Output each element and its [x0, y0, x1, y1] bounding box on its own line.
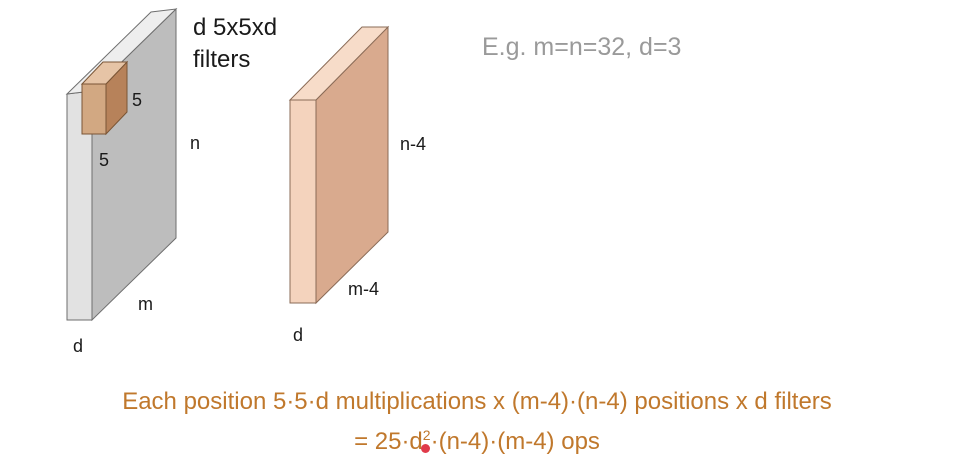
output-depth-label: d: [293, 325, 304, 345]
formula-line-1: Each position 5·5·d multiplications x (m…: [122, 388, 832, 415]
input-depth-label: d: [73, 336, 84, 356]
output-height-label: n-4: [400, 134, 427, 154]
output-width-label: m-4: [348, 279, 379, 299]
filter-cube: [80, 60, 129, 136]
formula-line-2: = 25·d2·(n-4)·(m-4) ops: [0, 427, 954, 456]
filter-size-label-b: 5: [99, 150, 110, 170]
filters-caption-line1: d 5x5xd: [193, 14, 278, 41]
example-text: E.g. m=n=32, d=3: [482, 33, 682, 61]
input-width-label: m: [138, 294, 153, 314]
formula-line-2-prefix: = 25·d: [354, 428, 423, 455]
output-volume: [288, 25, 390, 305]
output-volume-side-face: [289, 99, 317, 304]
filter-cube-side: [81, 83, 107, 135]
input-volume: [65, 7, 178, 322]
pointer-dot-icon: [420, 444, 430, 453]
formula-exponent: 2: [422, 427, 431, 443]
filters-caption: d 5x5xd filters: [193, 12, 277, 76]
filters-caption-line2: filters: [193, 46, 251, 73]
filter-cube-top: [80, 61, 129, 85]
filter-size-label-a: 5: [132, 90, 143, 110]
input-height-label: n: [190, 133, 201, 153]
formula-line-2-suffix: ·(n-4)·(m-4) ops: [430, 428, 600, 455]
output-volume-top-face: [288, 26, 390, 101]
